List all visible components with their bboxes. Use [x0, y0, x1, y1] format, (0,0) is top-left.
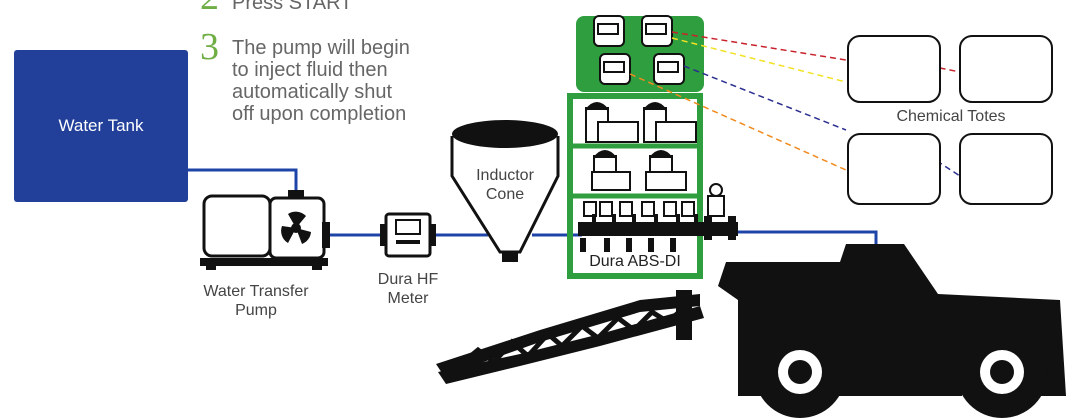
pump-label-line-2: Pump — [235, 302, 277, 319]
tote-3 — [847, 133, 941, 205]
tote-4 — [959, 133, 1053, 205]
step-3-line-2: to inject fluid then — [232, 59, 388, 81]
pump-label-line-1: Water Transfer — [203, 283, 309, 300]
sprayer-truck — [436, 244, 1066, 418]
valve-row-2 — [591, 150, 687, 191]
inductor-cone — [450, 120, 560, 262]
step-2-number: 2 — [200, 0, 219, 16]
meter-label-line-1: Dura HF — [377, 271, 439, 288]
cone-label: Inductor Cone — [454, 166, 556, 204]
step-3-number: 3 — [200, 26, 219, 68]
step-3-line-4: off upon completion — [232, 103, 407, 125]
dura-abs-label: Dura ABS-DI — [589, 253, 681, 270]
water-tank-label: Water Tank — [58, 116, 144, 135]
injection-manifold — [578, 183, 738, 252]
valve-row-1 — [585, 102, 697, 143]
step-3-line-1: The pump will begin — [232, 37, 410, 59]
step-2-text: Press START — [232, 0, 353, 14]
water-pipe — [188, 168, 878, 244]
cone-label-line-1: Inductor — [476, 167, 534, 184]
water-tank: Water Tank — [14, 50, 188, 202]
controller-panel — [567, 16, 704, 279]
cone-label-line-2: Cone — [485, 186, 525, 203]
meter-label: Dura HF Meter — [362, 270, 454, 308]
step-3-text: The pump will begin to inject fluid then… — [232, 37, 410, 125]
tote-1 — [847, 35, 941, 103]
water-transfer-pump — [200, 190, 330, 270]
controller-units — [593, 15, 685, 85]
chemical-totes-label: Chemical Totes — [896, 108, 1006, 125]
meter-label-line-2: Meter — [387, 290, 429, 307]
pump-label: Water Transfer Pump — [186, 282, 326, 320]
tote-2 — [959, 35, 1053, 103]
step-3-line-3: automatically shut — [232, 81, 393, 103]
dura-hf-meter — [380, 212, 436, 258]
chemical-totes — [847, 35, 1053, 205]
